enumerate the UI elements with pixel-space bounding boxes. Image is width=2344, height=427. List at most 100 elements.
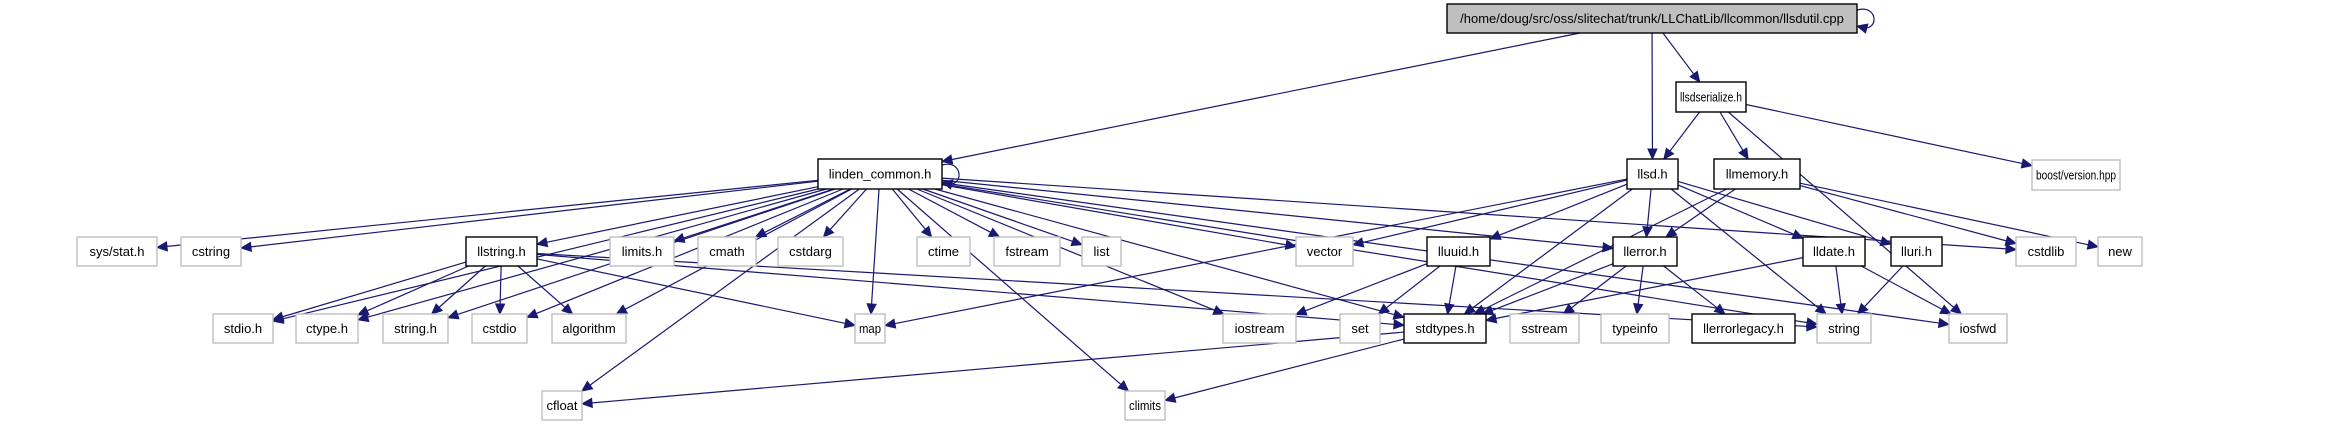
node-stdio[interactable]: stdio.h [212,313,274,344]
edge-llsd-to-vector [1361,179,1628,244]
arrowhead [1663,147,1675,160]
edge-linden_common-to-iostream [916,188,1216,312]
node-box [697,236,757,267]
node-iosfwd[interactable]: iosfwd [1948,313,2008,344]
edge-llmemory-to-llerror [1673,188,1736,233]
node-sysstat[interactable]: sys/stat.h [76,236,158,267]
node-label: algorithm [562,321,615,336]
edge-linden_common-to-cstdio [535,188,844,315]
node-box [993,236,1061,267]
edge-llsdserialize-to-llsd [1668,111,1701,153]
node-ctype[interactable]: ctype.h [295,313,359,344]
arrowhead [1939,304,1952,315]
arrowhead [1562,303,1575,315]
arrowhead [1444,302,1455,316]
node-ctime[interactable]: ctime [916,236,971,267]
node-llerror[interactable]: llerror.h [1612,236,1678,267]
edge-llstring-to-algorithm [517,265,567,309]
node-label: cstring [192,244,230,259]
node-boostversion[interactable]: boost/version.hpp [2031,159,2121,191]
node-cmath[interactable]: cmath [697,236,757,267]
node-fstream[interactable]: fstream [993,236,1061,267]
arrowhead [1117,380,1130,392]
node-llstring[interactable]: llstring.h [465,236,538,267]
node-llmemory[interactable]: llmemory.h [1713,158,1801,190]
node-iostream[interactable]: iostream [1222,313,1297,344]
node-string[interactable]: string [1816,313,1872,344]
node-lldate[interactable]: lldate.h [1802,236,1866,267]
node-set[interactable]: set [1339,313,1381,344]
edges-layer [155,8,2100,409]
edge-llmemory-to-new [1799,182,2090,246]
edge-llsd-to-lldate [1677,184,1795,236]
node-lluuid[interactable]: lluuid.h [1426,236,1491,267]
node-typeinfo[interactable]: typeinfo [1600,313,1670,344]
node-label: lluuid.h [1438,244,1479,259]
arrowhead [580,397,593,409]
arrowhead [1377,303,1391,315]
node-label: vector [1307,244,1343,259]
node-root[interactable]: /home/doug/src/oss/slitechat/trunk/LLCha… [1446,3,1858,34]
arrowhead [239,241,253,253]
node-limits[interactable]: limits.h [609,236,675,267]
node-new[interactable]: new [2097,236,2143,267]
arrowhead [535,236,549,248]
node-box [1713,158,1801,190]
node-linden_common[interactable]: linden_common.h [817,158,943,190]
arrowhead [1664,226,1678,238]
edge-llmemory-to-stdtypes [1482,188,1727,311]
edge-linden_common-to-vector [941,184,1288,246]
edge-llstring-to-cstdio [499,265,502,306]
node-box [1403,313,1487,344]
node-cstdlib[interactable]: cstdlib [2015,236,2077,267]
arrowhead [987,227,1001,238]
arrowhead [866,303,877,316]
edge-llsd-to-map [893,178,1628,325]
arrowhead [494,303,506,316]
node-box [2097,236,2143,267]
node-box [1081,236,1122,267]
node-label: ctime [928,244,959,259]
node-label: stdtypes.h [1415,321,1474,336]
node-list[interactable]: list [1081,236,1122,267]
arrowhead [1633,302,1644,316]
node-box [1675,81,1747,113]
node-sstream[interactable]: sstream [1509,313,1580,344]
node-label: map [859,321,881,336]
edge-llsd-to-lluri [1677,180,1883,243]
node-label: llstring.h [477,244,525,259]
edge-llsdserialize-to-llmemory [1719,111,1744,152]
edge-lldate-to-iosfwd [1860,265,1944,311]
edge-lluuid-to-set [1385,265,1441,309]
arrowhead [1855,23,1869,34]
node-llerrorlegacy[interactable]: llerrorlegacy.h [1691,313,1796,344]
node-label: llerrorlegacy.h [1703,321,1784,336]
node-label: lluri.h [1901,244,1932,259]
node-cstdio[interactable]: cstdio [471,313,528,344]
node-box [854,313,886,344]
edge-llerror-to-llerrorlegacy [1663,265,1719,309]
node-stdtypes[interactable]: stdtypes.h [1403,313,1487,344]
node-llsd[interactable]: llsd.h [1626,158,1679,190]
edge-llstring-to-map [536,258,847,325]
node-map[interactable]: map [854,313,886,344]
node-cstdarg[interactable]: cstdarg [777,236,844,267]
node-box [382,313,449,344]
arrowhead [580,380,594,392]
node-climits[interactable]: climits [1124,390,1166,421]
arrowhead [940,154,954,165]
node-vector[interactable]: vector [1295,236,1354,267]
node-label: iosfwd [1960,321,1997,336]
node-stringh[interactable]: string.h [382,313,449,344]
node-cstring[interactable]: cstring [180,236,242,267]
node-label: boost/version.hpp [2036,168,2116,183]
node-llsdserialize[interactable]: llsdserialize.h [1675,81,1747,113]
node-box [1339,313,1381,344]
node-lluri[interactable]: lluri.h [1890,236,1943,267]
edge-llmemory-to-cstdlib [1799,184,2008,242]
node-algorithm[interactable]: algorithm [551,313,627,344]
node-cfloat[interactable]: cfloat [541,390,583,421]
arrowhead [1484,313,1498,324]
node-box [295,313,359,344]
edge-linden_common-to-map [870,188,880,306]
